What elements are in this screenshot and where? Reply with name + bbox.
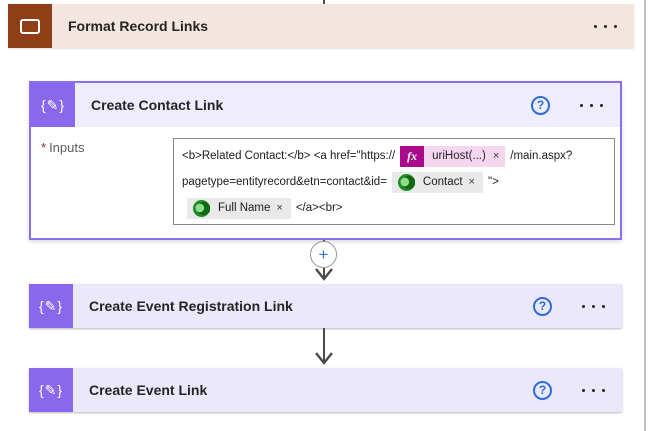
inputs-label-text: Inputs xyxy=(49,140,85,155)
code-text: <b>Related Contact:</b> <a href="https:/… xyxy=(182,150,396,162)
action-card-create-contact-link[interactable]: {✎} Create Contact Link ? *Inputs <b>Rel… xyxy=(29,81,622,240)
action-card-create-event-registration-link[interactable]: {✎} Create Event Registration Link ? xyxy=(29,284,622,328)
code-text: "> xyxy=(487,176,499,188)
scope-card-format-record-links[interactable]: Format Record Links xyxy=(8,4,634,48)
action-title: Create Event Registration Link xyxy=(89,298,293,314)
scope-more-menu-icon[interactable] xyxy=(590,16,620,36)
token-close-icon[interactable]: × xyxy=(492,150,500,162)
action-card-create-event-link[interactable]: {✎} Create Event Link ? xyxy=(29,368,622,412)
action-card-header[interactable]: {✎} Create Event Link ? xyxy=(29,368,622,412)
action-title: Create Event Link xyxy=(89,382,208,398)
help-icon[interactable]: ? xyxy=(533,380,552,400)
expression-token-label: uriHost(...) xyxy=(432,150,486,162)
scope-title: Format Record Links xyxy=(68,18,209,34)
dataverse-icon xyxy=(397,173,415,191)
code-text: pagetype=entityrecord&etn=contact&id= xyxy=(182,176,387,188)
action-more-menu-icon[interactable] xyxy=(576,95,606,115)
dynamic-content-token-contact[interactable]: Contact × xyxy=(391,171,483,193)
inputs-line-3: Full Name × </a><br> xyxy=(182,195,606,221)
token-label: Contact xyxy=(422,176,463,188)
fx-icon: fx xyxy=(400,145,425,167)
compose-action-icon: {✎} xyxy=(29,368,73,412)
action-more-menu-icon[interactable] xyxy=(578,380,608,400)
token-close-icon[interactable]: × xyxy=(276,202,283,214)
scope-icon xyxy=(8,4,52,48)
token-label: Full Name xyxy=(218,202,271,214)
scope-rectangle-glyph xyxy=(20,18,40,34)
connector-stub-top xyxy=(323,0,325,6)
compose-action-icon: {✎} xyxy=(31,83,75,127)
inputs-line-2: pagetype=entityrecord&etn=contact&id= Con… xyxy=(182,169,606,195)
expression-token-urihost[interactable]: fx uriHost(...) × xyxy=(400,145,506,167)
token-close-icon[interactable]: × xyxy=(468,176,475,188)
help-icon[interactable]: ? xyxy=(531,95,550,115)
help-icon[interactable]: ? xyxy=(533,296,552,316)
action-card-header[interactable]: {✎} Create Contact Link ? xyxy=(31,83,620,127)
compose-action-icon: {✎} xyxy=(29,284,73,328)
dataverse-icon xyxy=(193,199,210,217)
code-text: /main.aspx? xyxy=(510,150,573,162)
code-text: </a><br> xyxy=(295,202,343,214)
action-card-body: *Inputs <b>Related Contact:</b> <a href=… xyxy=(31,127,620,238)
connector-arrow-down xyxy=(315,328,333,365)
inputs-label: *Inputs xyxy=(41,140,84,155)
canvas-edge-line xyxy=(644,0,646,431)
insert-step-button[interactable]: + xyxy=(310,241,337,268)
dynamic-content-token-full-name[interactable]: Full Name × xyxy=(187,197,291,219)
action-card-header[interactable]: {✎} Create Event Registration Link ? xyxy=(29,284,622,328)
action-more-menu-icon[interactable] xyxy=(578,296,608,316)
action-title: Create Contact Link xyxy=(91,97,224,113)
inputs-line-1: <b>Related Contact:</b> <a href="https:/… xyxy=(182,143,606,169)
inputs-field[interactable]: <b>Related Contact:</b> <a href="https:/… xyxy=(173,138,615,225)
required-asterisk: * xyxy=(41,140,47,155)
